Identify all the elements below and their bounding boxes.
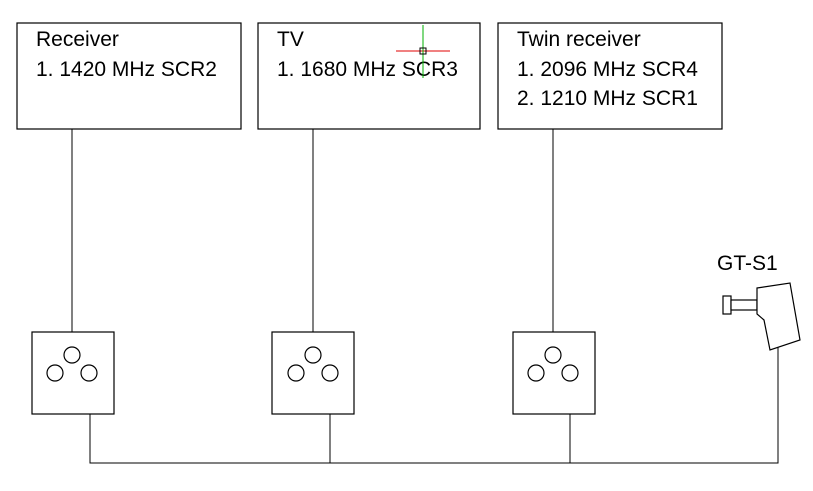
socket-2-hole-left	[287, 364, 305, 382]
socket-1-hole-left	[46, 364, 64, 382]
wall-socket-3	[512, 331, 596, 415]
twin-receiver-title: Twin receiver	[517, 28, 641, 51]
lnb-body	[756, 282, 801, 351]
socket-3-hole-left	[527, 364, 545, 382]
twin-receiver-line-1: 1. 2096 MHz SCR4	[517, 58, 698, 81]
socket-3-hole-right	[561, 364, 579, 382]
cursor-pickbox	[419, 47, 427, 55]
tv-box	[257, 22, 481, 130]
socket-2-hole-top	[304, 346, 322, 364]
receiver-box	[16, 22, 242, 130]
tv-line-1: 1. 1680 MHz SCR3	[277, 58, 458, 81]
wall-socket-2	[271, 331, 355, 415]
socket-2-frame	[271, 331, 355, 415]
lnb-label: GT-S1	[717, 252, 778, 275]
cable-socket-3-to-lnb	[569, 345, 779, 464]
socket-1-hole-right	[80, 364, 98, 382]
socket-1-frame	[31, 331, 115, 415]
lnb-feed-ring	[722, 295, 732, 315]
socket-3-hole-top	[544, 346, 562, 364]
socket-3-frame	[512, 331, 596, 415]
lnb-icon	[722, 282, 801, 351]
wall-socket-1	[31, 331, 115, 415]
crosshair-cursor-icon	[396, 25, 450, 78]
twin-receiver-box	[497, 22, 723, 130]
twin-receiver-line-2: 2. 1210 MHz SCR1	[517, 87, 698, 110]
cable-socket-1-to-2	[89, 414, 331, 464]
socket-1-hole-top	[63, 346, 81, 364]
tv-title: TV	[277, 28, 304, 51]
receiver-title: Receiver	[36, 28, 119, 51]
socket-2-hole-right	[321, 364, 339, 382]
lnb-neck	[730, 299, 758, 311]
receiver-line-1: 1. 1420 MHz SCR2	[36, 58, 217, 81]
